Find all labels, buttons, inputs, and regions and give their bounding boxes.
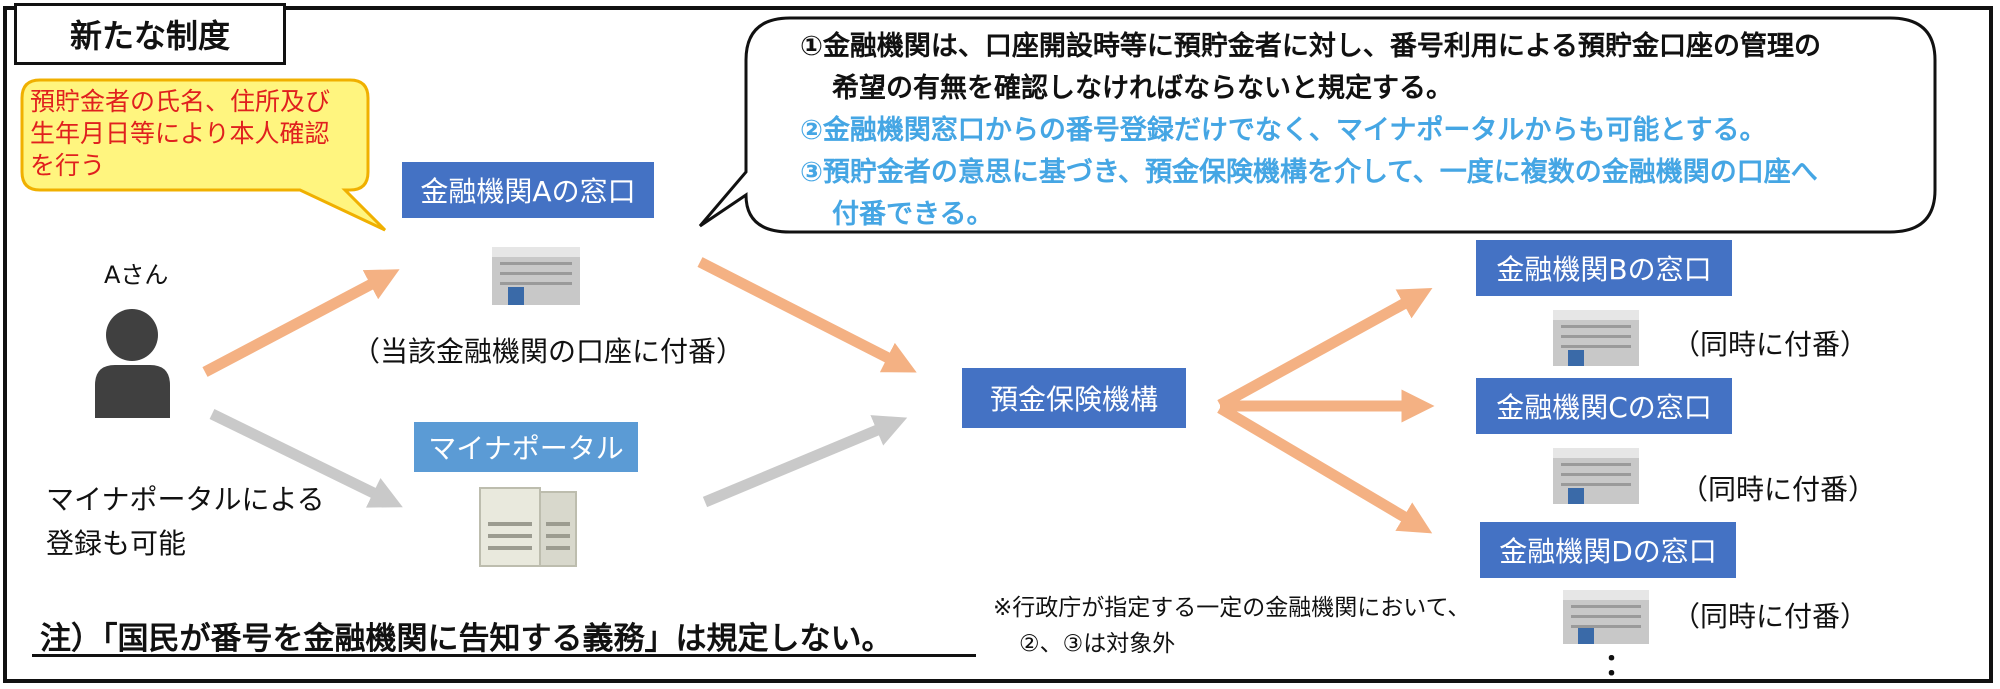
provision-line: ②金融機関窓口からの番号登録だけでなく、マイナポータルからも可能とする。: [800, 110, 1900, 152]
bank-d-note: （同時に付番）: [1672, 595, 1868, 635]
person-name: Aさん: [104, 255, 168, 290]
main-note: 注）「国民が番号を金融機関に告知する義務」は規定しない。: [40, 613, 893, 658]
main-note-underline: [32, 654, 976, 657]
identity-check-line: を行う: [30, 150, 360, 182]
more-banks-ellipsis: ：: [1604, 640, 1634, 684]
arrow-dic-to-bank-b: [1220, 296, 1418, 405]
provision-line: 付番できる。: [800, 194, 1900, 236]
provision-line: ①金融機関は、口座開設時等に預貯金者に対し、番号利用による預貯金口座の管理の: [800, 26, 1900, 68]
bank-a-note: （当該金融機関の口座に付番）: [352, 330, 744, 370]
deposit-insurance-corp-label: 預金保険機構: [962, 368, 1186, 428]
bank-b-building-icon: [1553, 310, 1639, 366]
bank-b-note: （同時に付番）: [1672, 323, 1868, 363]
bank-b-counter-label: 金融機関Bの窓口: [1476, 240, 1732, 296]
portal-registration-line: 登録も可能: [46, 522, 325, 566]
bank-d-counter-label: 金融機関Dの窓口: [1480, 522, 1736, 578]
identity-check-line: 預貯金者の氏名、住所及び: [30, 86, 360, 118]
bank-a-building-icon: [492, 247, 580, 305]
identity-check-callout: 預貯金者の氏名、住所及び 生年月日等により本人確認 を行う: [30, 86, 360, 182]
server-icon: [480, 488, 576, 566]
portal-registration-line: マイナポータルによる: [46, 478, 325, 522]
person-icon: [95, 309, 170, 418]
identity-check-line: 生年月日等により本人確認: [30, 118, 360, 150]
arrow-dic-to-bank-d: [1220, 408, 1418, 525]
bank-c-building-icon: [1553, 448, 1639, 504]
footnote: ※行政庁が指定する一定の金融機関において、 ②、③は対象外: [993, 590, 1470, 662]
footnote-line: ※行政庁が指定する一定の金融機関において、: [993, 590, 1470, 626]
portal-registration-note: マイナポータルによる 登録も可能: [46, 478, 325, 566]
footnote-line: ②、③は対象外: [993, 626, 1470, 662]
bank-a-counter-label: 金融機関Aの窓口: [402, 162, 654, 218]
bank-c-counter-label: 金融機関Cの窓口: [1476, 378, 1732, 434]
provision-line: 希望の有無を確認しなければならないと規定する。: [800, 68, 1900, 110]
provision-line: ③預貯金者の意思に基づき、預金保険機構を介して、一度に複数の金融機関の口座へ: [800, 152, 1900, 194]
bank-c-note: （同時に付番）: [1680, 468, 1876, 508]
system-provisions-callout: ①金融機関は、口座開設時等に預貯金者に対し、番号利用による預貯金口座の管理の 希…: [800, 26, 1900, 236]
bank-d-building-icon: [1563, 590, 1649, 644]
page-title: 新たな制度: [14, 3, 286, 65]
mynaportal-label: マイナポータル: [414, 422, 638, 472]
arrow-portal-to-dic: [705, 424, 892, 502]
